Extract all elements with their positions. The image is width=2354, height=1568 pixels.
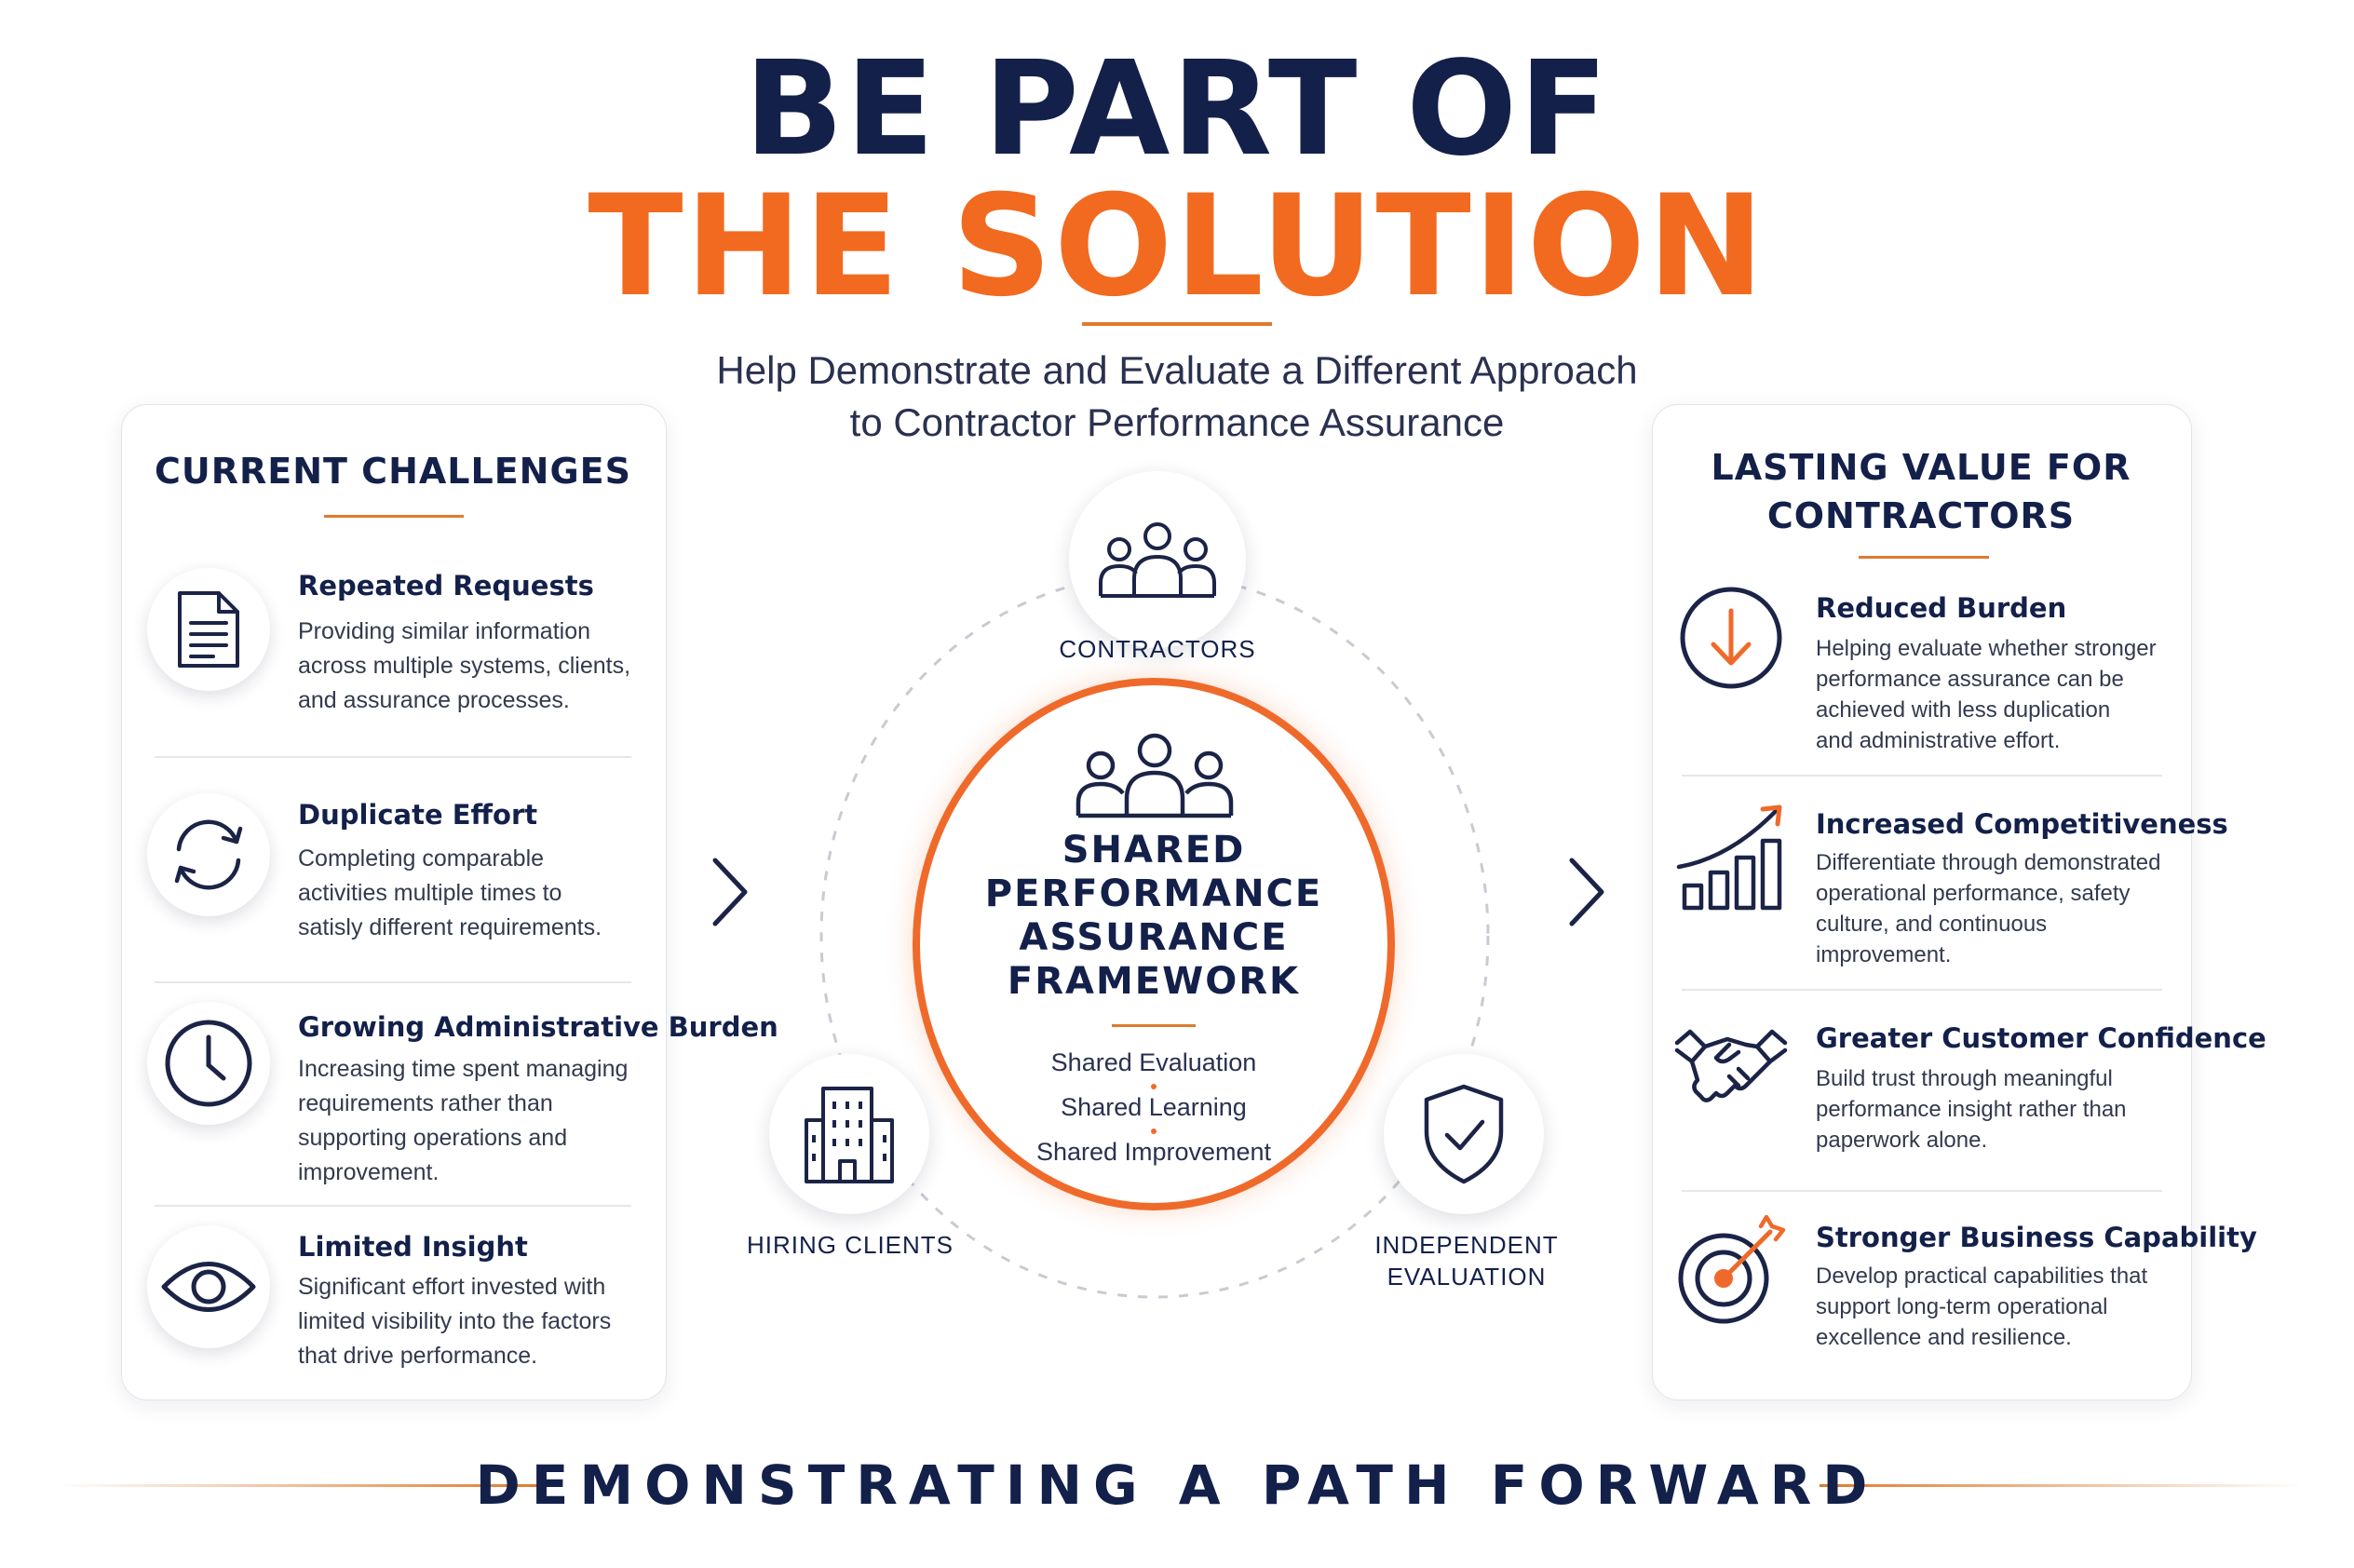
value-title-2: Increased Competitiveness	[1816, 808, 2228, 840]
refresh-icon	[147, 793, 270, 916]
header-divider	[1082, 322, 1272, 326]
framework-people-icon	[1076, 733, 1234, 818]
framework-dot	[1151, 1129, 1157, 1134]
footer-tagline: DEMONSTRATING A PATH FORWARD	[475, 1453, 1879, 1517]
chevron-right-icon	[712, 858, 748, 926]
hiring-clients-label: HIRING CLIENTS	[746, 1231, 954, 1259]
arrow-down-icon	[1671, 577, 1792, 698]
footer-line-right	[1820, 1484, 2304, 1487]
document-icon	[147, 568, 270, 691]
clock-icon	[147, 1002, 270, 1125]
framework-dot	[1151, 1084, 1157, 1089]
handshake-icon	[1671, 1006, 1792, 1127]
subtitle: Help Demonstrate and Evaluate a Differen…	[716, 348, 1638, 444]
target-icon	[1671, 1210, 1792, 1331]
hiring-clients-node	[769, 1054, 929, 1214]
challenge-title-3: Growing Administrative Burden	[298, 1011, 778, 1043]
framework-item-evaluation: Shared Evaluation	[1050, 1048, 1257, 1076]
value-divider	[1859, 556, 1989, 559]
contractors-label: CONTRACTORS	[1059, 635, 1256, 663]
separator	[155, 1205, 631, 1207]
headline-line-2: THE SOLUTION	[588, 166, 1766, 328]
separator	[1682, 775, 2162, 777]
eye-icon	[147, 1225, 270, 1348]
value-panel	[1652, 404, 2192, 1400]
independent-evaluation-node	[1384, 1054, 1544, 1214]
challenges-title: CURRENT CHALLENGES	[155, 451, 631, 492]
framework-item-improvement: Shared Improvement	[1035, 1138, 1272, 1166]
headline-line-1: BE PART OF	[744, 34, 1610, 185]
separator	[1682, 989, 2162, 991]
ecosystem-ring	[819, 573, 1490, 1299]
challenge-title-1: Repeated Requests	[298, 570, 594, 602]
footer-line-left	[58, 1484, 542, 1487]
challenges-divider	[324, 515, 464, 518]
separator	[155, 981, 631, 983]
contractors-node	[1069, 471, 1246, 648]
framework-title: SHARED PERFORMANCE ASSURANCE FRAMEWORK	[984, 829, 1323, 1003]
framework-item-learning: Shared Learning	[1061, 1093, 1247, 1121]
challenge-title-2: Duplicate Effort	[298, 799, 538, 831]
value-title-3: Greater Customer Confidence	[1816, 1022, 2266, 1054]
separator	[1682, 1190, 2162, 1192]
framework-divider	[1112, 1024, 1196, 1027]
challenge-title-4: Limited Insight	[298, 1231, 528, 1263]
value-title-1: Reduced Burden	[1816, 592, 2067, 624]
chevron-right-icon	[1569, 858, 1604, 926]
separator	[155, 756, 631, 758]
value-title-4: Stronger Business Capability	[1816, 1222, 2257, 1253]
growth-chart-icon	[1671, 797, 1792, 918]
